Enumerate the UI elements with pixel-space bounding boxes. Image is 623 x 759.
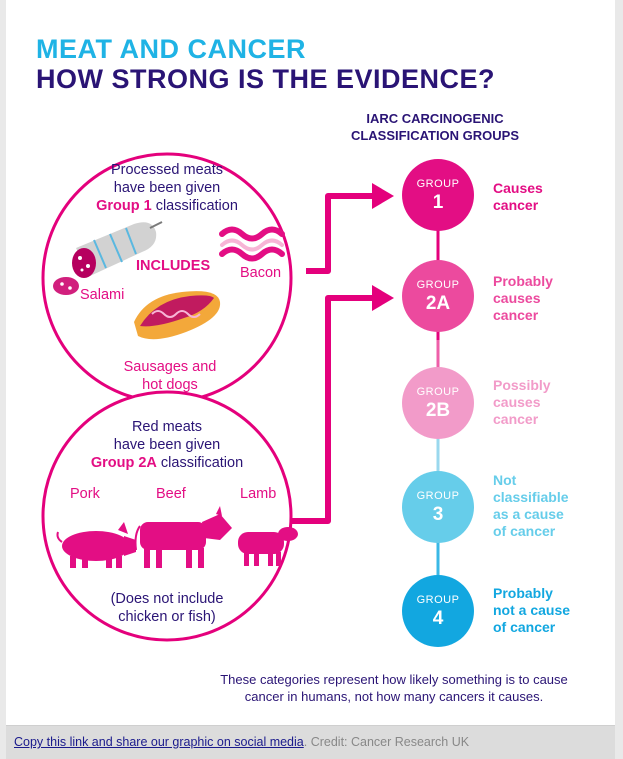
processed-meats-text: Processed meats have been given Group 1 …: [72, 161, 262, 215]
credit-text: . Credit: Cancer Research UK: [303, 735, 470, 749]
processed-suffix: classification: [151, 198, 238, 214]
group-3-id: 3: [432, 504, 444, 525]
group-2b-node: GROUP 2B: [403, 386, 473, 422]
group-3-word: GROUP: [416, 490, 460, 502]
group-2b-desc-line-3: cancer: [493, 411, 539, 427]
iarc-heading: IARC CARCINOGENIC CLASSIFICATION GROUPS: [330, 110, 540, 144]
diagram-graphics: [41, 152, 474, 647]
arrow-to-group-1: [306, 193, 376, 274]
group-2a-id: 2A: [425, 293, 451, 314]
group-1-description: Causes cancer: [493, 180, 543, 214]
share-link[interactable]: Copy this link and share our graphic on …: [14, 735, 304, 749]
group-4-desc-line-2: not a cause: [493, 602, 571, 618]
group-4-desc-line-1: Probably: [493, 585, 553, 601]
lamb-label: Lamb: [240, 486, 277, 502]
red-note-line-1: (Does not include: [110, 591, 224, 607]
group-2a-desc-line-2: causes: [493, 290, 541, 306]
sausages-label: Sausages and hot dogs: [110, 358, 230, 394]
footer-text: Copy this link and share our graphic on …: [14, 735, 469, 749]
group-1-word: GROUP: [416, 178, 460, 190]
group-1-desc-line-2: cancer: [493, 197, 539, 213]
sausages-line-1: Sausages and: [123, 359, 217, 375]
red-group: Group 2A: [90, 455, 157, 471]
processed-line-1: Processed meats: [110, 162, 224, 178]
red-line-3: Group 2A classification: [72, 454, 262, 472]
processed-line-2: have been given: [113, 180, 221, 196]
red-suffix: classification: [156, 455, 244, 471]
group-3-circle: [402, 471, 474, 543]
processed-line-3: Group 1 classification: [72, 197, 262, 215]
salami-icon: [53, 221, 163, 295]
page-edge: [615, 0, 623, 758]
processed-group: Group 1: [96, 198, 152, 214]
group-4-description: Probably not a cause of cancer: [493, 585, 570, 636]
red-meats-text: Red meats have been given Group 2A class…: [72, 418, 262, 472]
beef-label: Beef: [156, 486, 186, 502]
cow-icon: [134, 506, 232, 568]
title-line-1: MEAT AND CANCER: [36, 34, 306, 64]
pork-label: Pork: [70, 486, 100, 502]
group-1-circle: [402, 159, 474, 231]
group-3-desc-line-1: Not: [493, 472, 517, 488]
group-3-description: Not classifiable as a cause of cancer: [493, 472, 569, 540]
hot-dog-icon: [134, 291, 221, 340]
arrow-to-group-2a: [291, 295, 376, 524]
lamb-icon: [238, 527, 298, 566]
group-1-desc-line-1: Causes: [493, 180, 543, 196]
red-meats-circle: [41, 390, 293, 642]
group-3-desc-line-3: as a cause: [493, 506, 564, 522]
sausages-line-2: hot dogs: [142, 377, 198, 393]
group-2a-desc-line-3: cancer: [493, 307, 539, 323]
footer-bar: Copy this link and share our graphic on …: [6, 725, 615, 759]
group-2a-description: Probably causes cancer: [493, 273, 553, 324]
bacon-label: Bacon: [240, 265, 282, 281]
group-2b-desc-line-1: Possibly: [493, 377, 551, 393]
group-3-node: GROUP 3: [403, 490, 473, 526]
iarc-heading-line-2: CLASSIFICATION GROUPS: [350, 128, 520, 143]
group-2b-word: GROUP: [416, 386, 460, 398]
title-line-2: HOW STRONG IS THE EVIDENCE?: [36, 64, 496, 94]
footnote: These categories represent how likely so…: [196, 671, 592, 705]
group-1-id: 1: [432, 192, 444, 213]
group-2b-circle: [402, 367, 474, 439]
group-1-node: GROUP 1: [403, 178, 473, 214]
infographic-card: MEAT AND CANCER HOW STRONG IS THE EVIDEN…: [6, 0, 615, 725]
group-4-desc-line-3: of cancer: [493, 619, 556, 635]
iarc-heading-line-1: IARC CARCINOGENIC: [366, 111, 504, 126]
group-2a-desc-line-1: Probably: [493, 273, 553, 289]
group-2b-desc-line-2: causes: [493, 394, 541, 410]
red-note: (Does not include chicken or fish): [82, 590, 252, 626]
red-line-1: Red meats: [131, 419, 203, 435]
footnote-line-2: cancer in humans, not how many cancers i…: [244, 689, 544, 704]
group-4-word: GROUP: [416, 594, 460, 606]
red-line-2: have been given: [113, 437, 221, 453]
group-4-circle: [402, 575, 474, 647]
footnote-line-1: These categories represent how likely so…: [220, 672, 568, 687]
red-note-line-2: chicken or fish): [118, 609, 216, 625]
includes-label: INCLUDES: [136, 258, 211, 274]
bacon-icon: [219, 226, 285, 262]
group-3-desc-line-4: of cancer: [493, 523, 556, 539]
group-4-node: GROUP 4: [403, 594, 473, 630]
group-2a-node: GROUP 2A: [403, 279, 473, 315]
salami-label: Salami: [80, 287, 125, 303]
arrow-head-group-2a: [372, 285, 394, 311]
group-2a-word: GROUP: [416, 279, 460, 291]
arrow-head-group-1: [372, 183, 394, 209]
group-3-desc-line-2: classifiable: [493, 489, 569, 505]
group-2a-circle: [402, 260, 474, 332]
group-2b-id: 2B: [425, 400, 451, 421]
group-2b-description: Possibly causes cancer: [493, 377, 551, 428]
pig-icon: [56, 522, 136, 568]
group-4-id: 4: [432, 608, 444, 629]
